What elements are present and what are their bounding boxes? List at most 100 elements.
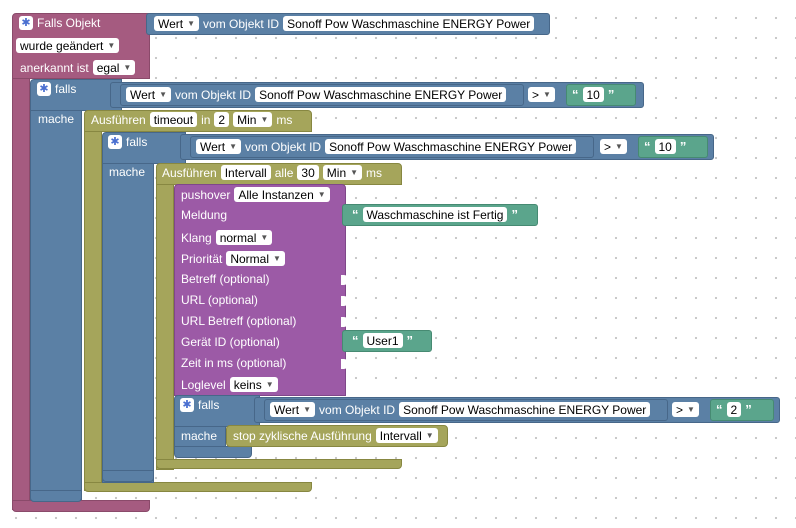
event-header: ✱ Falls Objekt bbox=[19, 16, 100, 30]
gear-icon[interactable]: ✱ bbox=[108, 135, 122, 149]
if2-falls-label: falls bbox=[126, 135, 148, 149]
gear-icon[interactable]: ✱ bbox=[19, 16, 33, 30]
open-quote-icon: “ bbox=[716, 402, 723, 417]
timeout-ms-label: ms bbox=[276, 112, 293, 127]
if1-number-row: “ 10 ” bbox=[572, 87, 614, 102]
timeout-row: Ausführen timeout in 2 Min▼ ms bbox=[91, 112, 292, 127]
trigger-dropdown[interactable]: wurde geändert▼ bbox=[16, 38, 120, 53]
message-label: Meldung bbox=[181, 208, 228, 222]
if1-object-label: vom Objekt ID bbox=[175, 87, 252, 102]
event-ack-row: anerkannt ist egal▼ bbox=[20, 60, 136, 75]
if1-value-row: Wert▼ vom Objekt ID Sonoff Pow Waschmasc… bbox=[126, 87, 507, 102]
subject-label: Betreff (optional) bbox=[181, 272, 270, 286]
empty-input-notch[interactable] bbox=[341, 296, 349, 306]
if3-number-row: “ 2 ” bbox=[716, 402, 752, 417]
if2-operator-dropdown[interactable]: >▼ bbox=[600, 139, 627, 154]
timeout-type-field[interactable]: timeout bbox=[149, 112, 198, 127]
if2-number-row: “ 10 ” bbox=[644, 139, 686, 154]
if1-mache-label: mache bbox=[38, 112, 75, 126]
close-quote-icon: ” bbox=[406, 333, 414, 348]
event-object-id-field[interactable]: Sonoff Pow Waschmaschine ENERGY Power bbox=[283, 16, 535, 31]
if3-object-id-field[interactable]: Sonoff Pow Waschmaschine ENERGY Power bbox=[399, 402, 651, 417]
ack-dropdown[interactable]: egal▼ bbox=[92, 60, 136, 75]
interval-ms-label: ms bbox=[366, 165, 383, 180]
event-trigger-row: wurde geändert▼ bbox=[16, 38, 120, 53]
empty-input-notch[interactable] bbox=[341, 317, 349, 327]
if2-value-row: Wert▼ vom Objekt ID Sonoff Pow Waschmasc… bbox=[196, 139, 577, 154]
close-quote-icon: ” bbox=[679, 139, 687, 154]
if1-object-id-field[interactable]: Sonoff Pow Waschmaschine ENERGY Power bbox=[255, 87, 507, 102]
message-text-row: “ Waschmaschine ist Fertig ” bbox=[352, 207, 518, 222]
if1-header: ✱ falls bbox=[37, 82, 76, 96]
event-value-dropdown[interactable]: Wert▼ bbox=[154, 16, 200, 31]
gear-icon[interactable]: ✱ bbox=[180, 398, 194, 412]
if1-operator-row: >▼ bbox=[528, 87, 555, 102]
timeout-block-footer bbox=[84, 482, 312, 492]
interval-unit-dropdown[interactable]: Min▼ bbox=[322, 165, 363, 180]
if3-value-dropdown[interactable]: Wert▼ bbox=[270, 402, 316, 417]
priority-dropdown[interactable]: Normal▼ bbox=[226, 251, 285, 266]
interval-type-field[interactable]: Intervall bbox=[220, 165, 271, 180]
device-field[interactable]: User1 bbox=[362, 333, 403, 348]
timeout-amount-field[interactable]: 2 bbox=[214, 112, 230, 127]
empty-input-notch[interactable] bbox=[341, 275, 349, 285]
if1-value-dropdown[interactable]: Wert▼ bbox=[126, 87, 172, 102]
event-block-spine bbox=[12, 78, 30, 510]
if-block-2-footer bbox=[102, 470, 154, 482]
timeout-block-spine bbox=[84, 131, 102, 491]
open-quote-icon: “ bbox=[352, 333, 359, 348]
if1-operator-dropdown[interactable]: >▼ bbox=[528, 87, 555, 102]
sound-label: Klang bbox=[181, 230, 212, 245]
if2-object-id-field[interactable]: Sonoff Pow Waschmaschine ENERGY Power bbox=[325, 139, 577, 154]
if3-mache-label: mache bbox=[181, 429, 218, 443]
close-quote-icon: ” bbox=[607, 87, 615, 102]
if-block-1-footer bbox=[30, 490, 82, 502]
loglevel-dropdown[interactable]: keins▼ bbox=[229, 377, 278, 392]
if3-number-block[interactable] bbox=[710, 399, 774, 421]
if3-operator-dropdown[interactable]: >▼ bbox=[672, 402, 699, 417]
if2-mache-label: mache bbox=[109, 165, 146, 179]
if3-value-row: Wert▼ vom Objekt ID Sonoff Pow Waschmasc… bbox=[270, 402, 651, 417]
loglevel-label: Loglevel bbox=[181, 377, 226, 392]
interval-amount-field[interactable]: 30 bbox=[297, 165, 319, 180]
loglevel-row: Loglevel keins▼ bbox=[181, 377, 278, 392]
pushover-label: pushover bbox=[181, 187, 231, 202]
if2-number-field[interactable]: 10 bbox=[654, 139, 676, 154]
url-label: URL (optional) bbox=[181, 293, 258, 307]
if3-object-label: vom Objekt ID bbox=[319, 402, 396, 417]
pushover-instance-dropdown[interactable]: Alle Instanzen▼ bbox=[234, 187, 330, 202]
timeout-label: Ausführen bbox=[91, 112, 146, 127]
interval-every-label: alle bbox=[274, 165, 294, 180]
sound-dropdown[interactable]: normal▼ bbox=[215, 230, 273, 245]
interval-row: Ausführen Intervall alle 30 Min▼ ms bbox=[162, 165, 382, 180]
interval-label: Ausführen bbox=[162, 165, 217, 180]
priority-row: Priorität Normal▼ bbox=[181, 251, 285, 266]
stop-label: stop zyklische Ausführung bbox=[233, 428, 372, 443]
if3-falls-label: falls bbox=[198, 398, 220, 412]
pushover-block[interactable] bbox=[174, 184, 346, 396]
message-field[interactable]: Waschmaschine ist Fertig bbox=[362, 207, 508, 222]
open-quote-icon: “ bbox=[352, 207, 359, 222]
if2-value-dropdown[interactable]: Wert▼ bbox=[196, 139, 242, 154]
timeout-unit-dropdown[interactable]: Min▼ bbox=[233, 112, 273, 127]
priority-label: Priorität bbox=[181, 251, 223, 266]
gear-icon[interactable]: ✱ bbox=[37, 82, 51, 96]
pushover-header-row: pushover Alle Instanzen▼ bbox=[181, 187, 330, 202]
if1-falls-label: falls bbox=[55, 82, 77, 96]
ack-label: anerkannt ist bbox=[20, 60, 89, 75]
stop-row: stop zyklische Ausführung Intervall▼ bbox=[233, 428, 438, 443]
if3-number-field[interactable]: 2 bbox=[726, 402, 742, 417]
event-object-label: vom Objekt ID bbox=[203, 16, 280, 31]
timeout-in-label: in bbox=[201, 112, 211, 127]
device-text-row: “ User1 ” bbox=[352, 333, 413, 348]
if3-operator-row: >▼ bbox=[672, 402, 699, 417]
if1-number-field[interactable]: 10 bbox=[582, 87, 604, 102]
stop-target-dropdown[interactable]: Intervall▼ bbox=[375, 428, 438, 443]
sound-row: Klang normal▼ bbox=[181, 230, 273, 245]
empty-input-notch[interactable] bbox=[341, 359, 349, 369]
if2-header: ✱ falls bbox=[108, 135, 147, 149]
event-title: Falls Objekt bbox=[37, 16, 101, 30]
event-value-row: Wert▼ vom Objekt ID Sonoff Pow Waschmasc… bbox=[154, 16, 535, 31]
if-block-2-spine bbox=[102, 163, 154, 483]
if3-header: ✱ falls bbox=[180, 398, 219, 412]
